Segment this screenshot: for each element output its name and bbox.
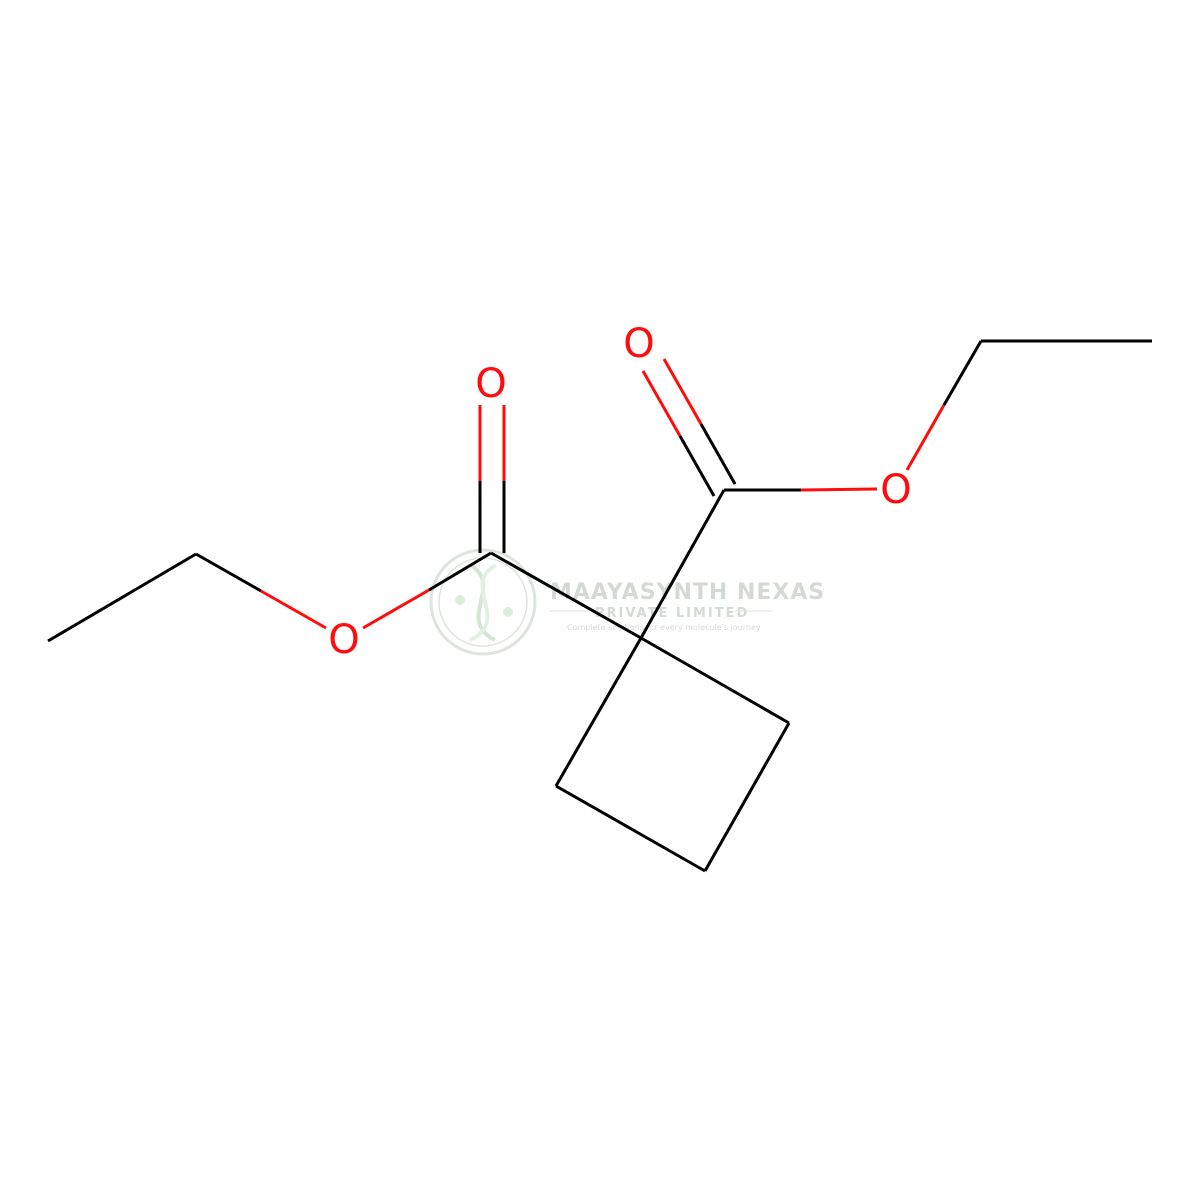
bond-ring-carbonyl-left	[490, 551, 642, 640]
bond-c-o-left-black	[428, 551, 492, 592]
ring-bond-3	[555, 784, 706, 873]
bond-o-ch2-right-red	[905, 404, 946, 471]
bond-ethyl-left	[47, 552, 197, 643]
bond-co-double-right-b-black	[699, 423, 737, 485]
watermark-logo	[429, 548, 537, 656]
bond-co-double-right-a-red	[641, 370, 682, 437]
right-ester-group: O O	[623, 321, 1152, 639]
bond-o-ch2-left-red	[260, 589, 327, 630]
ring-bond-1	[640, 636, 790, 725]
bond-c-o-left-red	[362, 588, 430, 630]
watermark-company: MAAYASYNTH NEXAS	[550, 580, 825, 605]
atom-o-carbonyl-right: O	[623, 321, 654, 367]
ring-bond-2	[703, 722, 791, 872]
bond-ring-carbonyl-right	[639, 489, 726, 639]
bond-co-double-right-a-black	[678, 435, 716, 497]
watermark-company-sub: PRIVATE LIMITED	[595, 606, 749, 621]
atom-o-carbonyl-left: O	[475, 361, 506, 407]
left-ester-group: O O	[47, 361, 642, 663]
watermark: MAAYASYNTH NEXAS PRIVATE LIMITED Complet…	[429, 548, 825, 656]
atom-o-ester-right: O	[880, 467, 911, 513]
bond-o-ch2-left-black	[195, 552, 262, 593]
atom-o-ester-left: O	[328, 617, 359, 663]
bond-o-ch2-right-black	[942, 340, 983, 406]
ring-bond-4	[554, 637, 643, 787]
watermark-tagline: Complete solutions for every molecule's …	[567, 623, 761, 632]
bond-c-o-right-red	[800, 487, 878, 492]
cyclobutane-ring	[554, 636, 791, 873]
bond-co-double-right-b-red	[662, 358, 703, 425]
